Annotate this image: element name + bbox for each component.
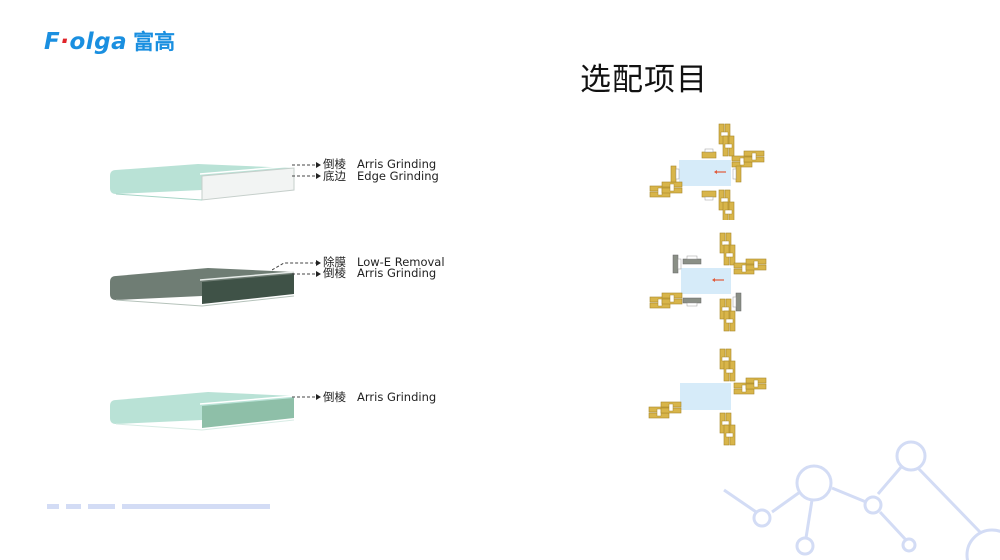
company-logo: F·olga 富高 bbox=[44, 26, 175, 56]
leader-arrows-1 bbox=[292, 162, 321, 179]
glass-option-3-illustration bbox=[108, 390, 298, 434]
glass-option-1-illustration bbox=[108, 160, 298, 204]
logo-chinese: 富高 bbox=[133, 30, 176, 54]
leader-arrow-3 bbox=[292, 394, 321, 400]
tool-layout-diagram-3 bbox=[648, 348, 767, 446]
logo-wordmark: F·olga bbox=[44, 29, 128, 55]
decorative-network-graphic bbox=[723, 440, 1000, 560]
tool-layout-diagram-2 bbox=[649, 232, 767, 332]
tool-layout-diagram-1 bbox=[649, 123, 765, 220]
glass-option-2-illustration bbox=[108, 266, 298, 310]
leader-arrows-2 bbox=[272, 260, 321, 277]
page-title: 选配项目 bbox=[580, 62, 708, 98]
